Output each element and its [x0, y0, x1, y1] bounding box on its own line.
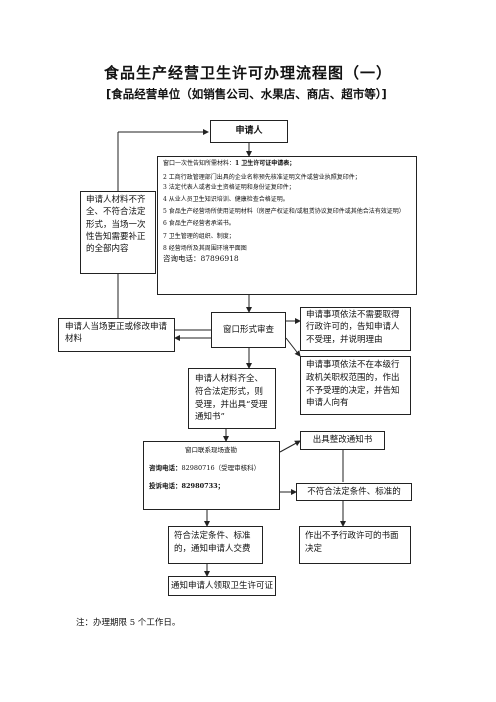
page-title: 食品生产经营卫生许可办理流程图（一）	[103, 64, 392, 82]
page-subtitle: [食品经营单位（如销售公司、水果店、商店、超市等）]	[106, 87, 387, 101]
complaint-value: 82980733；	[181, 481, 225, 490]
site-inspection-box: 窗口联系现场查勘 咨询电话：82980716（受理审核科） 投诉电话：82980…	[143, 441, 280, 510]
materials-item-8: 8 经营场所及其周围环境平面图	[163, 245, 247, 253]
meets-box: 符合法定条件、标准的，通知申请人交费	[168, 526, 263, 564]
incomplete-materials-box: 申请人材料不齐全、不符合法定形式，当场一次性告知需要补正的全部内容	[80, 191, 156, 274]
not-in-scope-box: 申请事项依法不在本级行政机关职权范围的，作出不予受理的决定，并告知申请人向有	[300, 356, 411, 415]
consult-value: 82980716（受理审核科）	[181, 463, 261, 472]
materials-intro: 窗口一次性告知所需材料：	[163, 160, 236, 167]
materials-item-5: 5 食品生产经营场所使用证明材料（房屋产权证和/或租赁协议复印件或其他合法有效证…	[163, 208, 405, 216]
materials-item-3: 3 法定代表人或者业主资格证明和身份证复印件；	[163, 183, 295, 191]
consult-phone: 咨询电话：87896918	[163, 254, 239, 264]
deny-box: 作出不予行政许可的书面决定	[299, 526, 411, 564]
site-inspection-heading: 窗口联系现场查勘	[185, 446, 237, 454]
materials-item-1: 1 卫生许可证申请表；	[235, 160, 296, 167]
materials-item-4: 4 从业人员卫生知识培训、健康检查合格证明。	[163, 195, 289, 203]
correct-on-spot-box: 申请人当场更正或修改申请材料	[58, 318, 175, 352]
materials-item-7: 7 卫生管理的组织、制度；	[163, 232, 235, 240]
accepted-box: 申请人材料齐全、符合法定形式，则受理，并出具“受理通知书”	[188, 368, 276, 429]
materials-item-6: 6 食品生产经营者承诺书。	[163, 220, 235, 228]
applicant-box: 申请人	[210, 120, 288, 143]
consult-label: 咨询电话：	[149, 463, 182, 472]
complaint-label: 投诉电话：	[149, 481, 182, 490]
materials-item-2: 2 工商行政管理部门出具的企业名称预先核准证明文件或营业执照复印件；	[163, 174, 361, 182]
not-meet-box: 不符合法定条件、标准的	[296, 483, 412, 501]
no-permit-needed-box: 申请事项依法不需要取得行政许可的，告知申请人不受理，并说明理由	[300, 307, 411, 351]
rectify-notice-box: 出具整改通知书	[300, 431, 385, 450]
window-review-box: 窗口形式审查	[211, 312, 286, 348]
materials-box: 窗口一次性告知所需材料：1 卫生许可证申请表； 2 工商行政管理部门出具的企业名…	[157, 156, 417, 295]
collect-license-box: 通知申请人领取卫生许可证	[168, 576, 276, 596]
footnote: 注：办理期限 5 个工作日。	[76, 618, 181, 628]
